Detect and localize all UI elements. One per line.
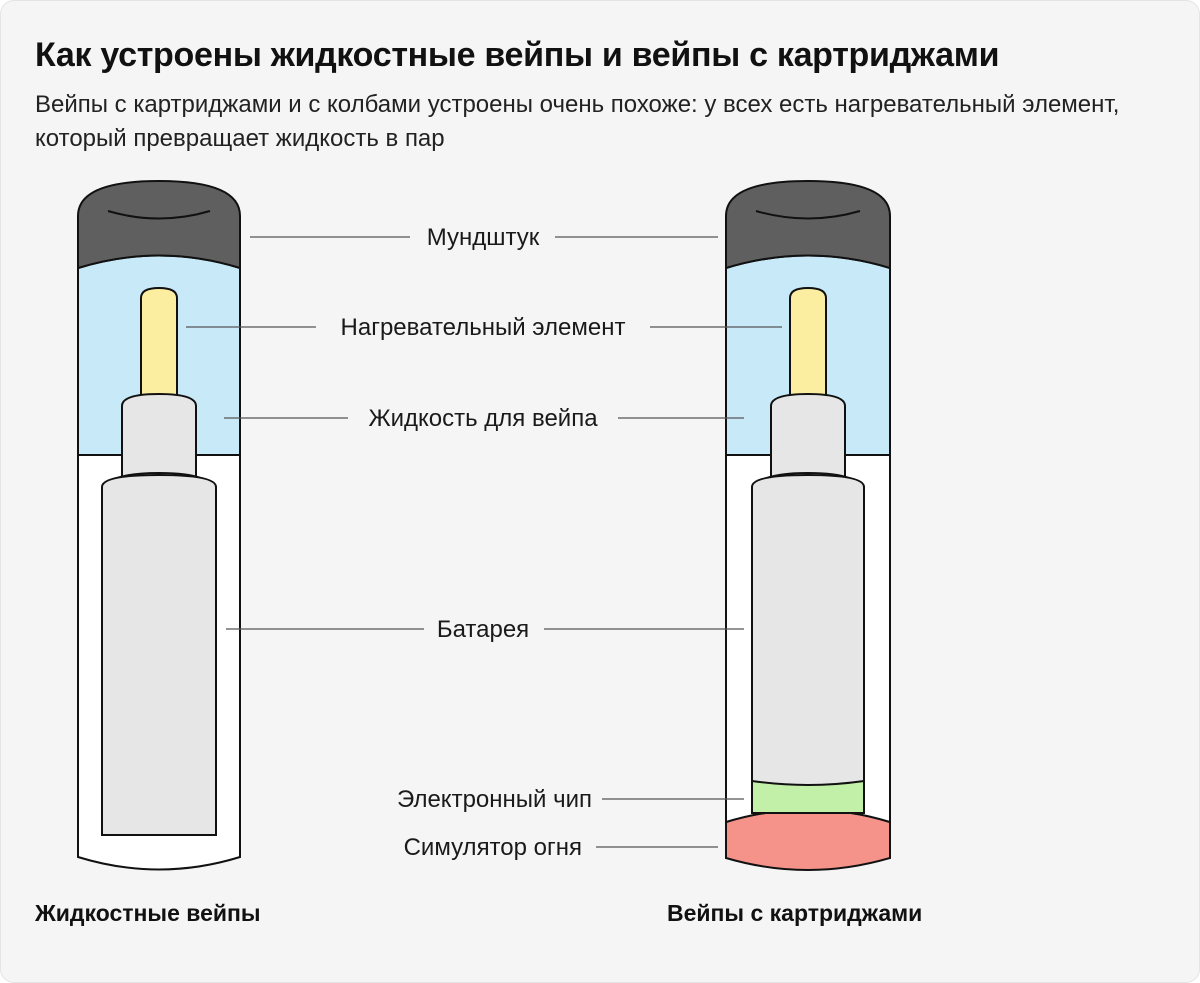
cartridge-vape-device: [725, 179, 891, 871]
page-subtitle: Вейпы с картриджами и с колбами устроены…: [35, 91, 1120, 152]
right-mouthpiece: [725, 179, 891, 270]
right-atomizer: [770, 392, 846, 483]
right-mouthpiece-groove: [755, 210, 861, 220]
label-heating-element: Нагревательный элемент: [341, 314, 626, 341]
label-battery: Батарея: [437, 616, 529, 643]
left-battery: [101, 473, 217, 836]
right-flame-simulator: [725, 808, 891, 871]
label-chip: Электронный чип: [397, 786, 592, 813]
left-mouthpiece-groove: [107, 210, 211, 220]
liquid-vape-device: [77, 179, 241, 871]
left-heating-element: [140, 286, 178, 401]
right-heating-element: [789, 286, 827, 401]
label-mouthpiece: Мундштук: [427, 224, 540, 251]
left-mouthpiece: [77, 179, 241, 270]
leader-lines: [186, 236, 782, 848]
label-liquid: Жидкость для вейпа: [368, 405, 598, 432]
caption-cartridge-vapes: Вейпы с картриджами: [667, 900, 923, 926]
label-flame-simulator: Симулятор огня: [404, 834, 582, 861]
left-atomizer: [121, 392, 197, 483]
page-title: Как устроены жидкостные вейпы и вейпы с …: [35, 36, 1000, 74]
right-battery: [751, 473, 865, 786]
caption-liquid-vapes: Жидкостные вейпы: [35, 900, 261, 926]
